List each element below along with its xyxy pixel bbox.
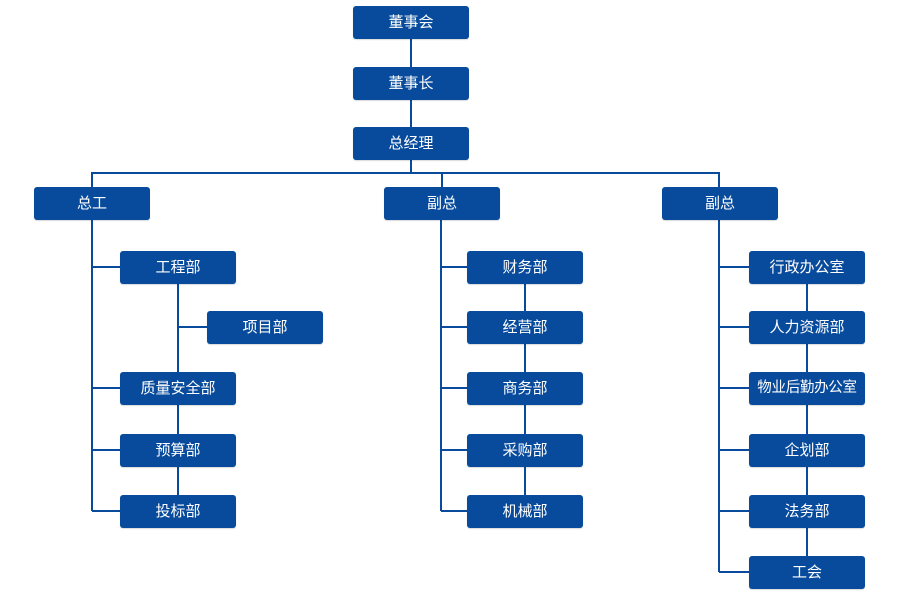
node-branch3-head: 副总	[662, 187, 778, 220]
node-branch2-dept-5: 机械部	[467, 495, 583, 528]
node-branch2-dept-4: 采购部	[467, 434, 583, 467]
node-branch2-dept-2: 经营部	[467, 311, 583, 344]
node-branch1-head: 总工	[34, 187, 150, 220]
node-branch1-dept-5: 投标部	[120, 495, 236, 528]
node-branch1-dept-2: 项目部	[207, 311, 323, 344]
node-chairman: 董事长	[353, 67, 469, 100]
node-branch1-dept-4: 预算部	[120, 434, 236, 467]
node-branch3-dept-1: 行政办公室	[749, 251, 865, 284]
node-branch1-dept-1: 工程部	[120, 251, 236, 284]
node-board: 董事会	[353, 6, 469, 39]
node-branch3-dept-6: 工会	[749, 556, 865, 589]
node-general-manager: 总经理	[353, 127, 469, 160]
node-branch3-dept-2: 人力资源部	[749, 311, 865, 344]
node-branch1-dept-3: 质量安全部	[120, 372, 236, 405]
node-branch3-dept-5: 法务部	[749, 495, 865, 528]
node-branch3-dept-4: 企划部	[749, 434, 865, 467]
node-branch2-head: 副总	[384, 187, 500, 220]
node-branch2-dept-3: 商务部	[467, 372, 583, 405]
node-branch2-dept-1: 财务部	[467, 251, 583, 284]
node-branch3-dept-3: 物业后勤办公室	[749, 372, 865, 405]
